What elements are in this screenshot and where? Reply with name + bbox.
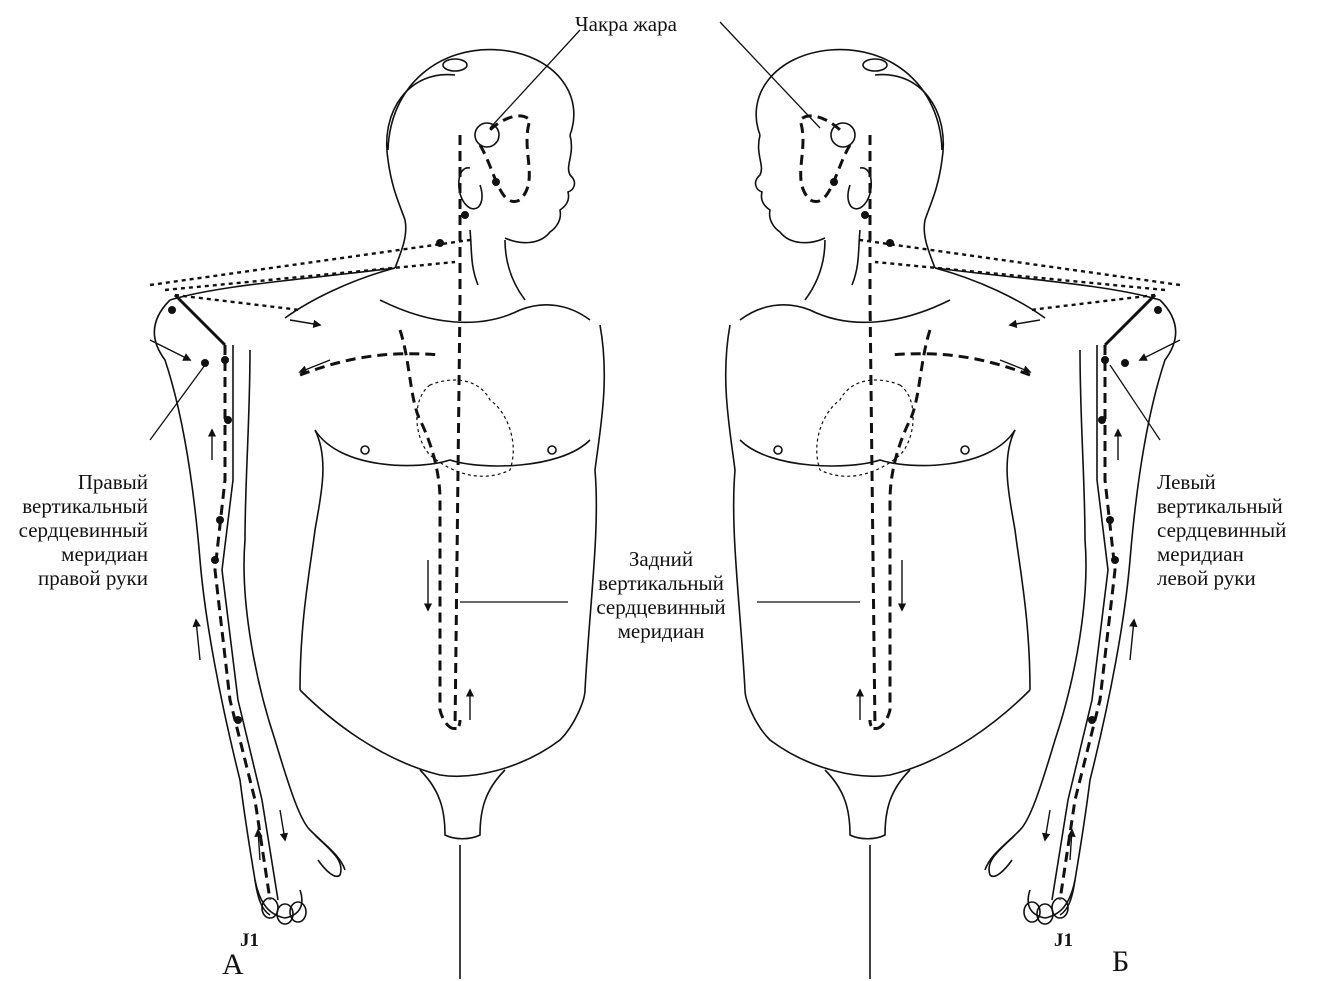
right-meridian-line-3: сердцевинный: [0, 518, 148, 542]
right-meridian-line-1: Правый: [0, 470, 148, 494]
figure-a-heart: [417, 380, 513, 476]
chakra-label: Чакра жара: [575, 12, 677, 36]
figure-a-arm-outer: [154, 300, 270, 915]
j1-label-right: J1: [1054, 929, 1073, 953]
figure-a-meridians: [150, 116, 530, 900]
figure-a-arrows: [150, 320, 470, 860]
figure-b-neck-front: [805, 240, 825, 300]
figure-a-shoulder-dotted-3: [175, 295, 300, 310]
right-meridian-label: Правый вертикальный сердцевинный меридиа…: [0, 470, 148, 590]
left-meridian-line-3: сердцевинный: [1157, 518, 1286, 542]
figure-a-shoulder-line: [285, 268, 395, 318]
figure-a-shoulder-solid: [175, 295, 225, 345]
figure-b-arrows: [860, 320, 1180, 860]
right-meridian-line-5: правой руки: [0, 566, 148, 590]
figure-b-groin: [825, 770, 910, 839]
left-meridian-label: Левый вертикальный сердцевинный меридиан…: [1157, 470, 1286, 590]
figure-a-ear: [459, 168, 482, 209]
figure-b-arm-outer: [1060, 300, 1176, 915]
left-meridian-line-2: вертикальный: [1157, 494, 1286, 518]
figure-b-skull: [756, 50, 942, 150]
back-meridian-line-4: меридиан: [566, 619, 756, 643]
figure-b-nipple-left: [961, 446, 969, 454]
figure-b-nipple-right: [774, 446, 782, 454]
right-meridian-line-2: вертикальный: [0, 494, 148, 518]
figure-b-shoulder-line: [935, 268, 1045, 318]
figure-a-groin: [420, 770, 505, 839]
figure-a-back-meridian: [455, 135, 460, 730]
figure-a-neck: [470, 230, 478, 285]
figure-b-chest-branch: [870, 330, 930, 729]
figure-a-head-outline: [387, 75, 455, 268]
figure-b-crown-ring: [863, 59, 887, 71]
leader-chakra-left: [490, 30, 580, 128]
back-meridian-line-2: вертикальный: [566, 571, 756, 595]
left-meridian-line-4: меридиан: [1157, 542, 1286, 566]
figure-b-arm-meridian: [1060, 345, 1115, 900]
figure-b-shoulder-solid: [1105, 295, 1155, 345]
figure-b-ear: [848, 168, 871, 209]
leader-chakra-right: [720, 22, 820, 128]
figure-a-arm-meridian: [215, 345, 270, 900]
figure-a-nipple-left: [361, 446, 369, 454]
figure-a-head-loop: [480, 116, 530, 202]
figure-b-head-outline: [875, 75, 943, 268]
figure-a-crown-ring: [443, 59, 467, 71]
back-meridian-line-1: Задний: [566, 547, 756, 571]
right-meridian-line-4: меридиан: [0, 542, 148, 566]
figure-a-arm-inner: [244, 350, 345, 870]
leader-right-meridian: [150, 365, 205, 440]
figure-b-meridians: [800, 116, 1180, 900]
figure-a-face: [505, 135, 574, 243]
figure-b-left-torso: [1007, 430, 1030, 690]
figure-b-pelvis: [745, 690, 1030, 776]
figure-b-shoulder-top: [935, 268, 1160, 300]
figure-b-collar: [740, 300, 950, 322]
figure-a-collar: [380, 300, 590, 322]
figure-b-arm-meridian-line: [1052, 345, 1108, 900]
back-meridian-line-3: сердцевинный: [566, 595, 756, 619]
figure-b-heart: [817, 380, 913, 476]
figure-b-head-loop: [800, 116, 850, 202]
figure-a-left-torso: [300, 430, 323, 690]
figure-b-back-meridian: [870, 135, 875, 730]
figure-a-chest-branch: [400, 330, 460, 729]
figure-b-neck: [852, 230, 860, 285]
figure-a-arm-meridian-line: [222, 345, 278, 900]
figure-a-pelvis: [300, 690, 585, 776]
figure-a-neck-front: [505, 240, 525, 300]
left-meridian-line-1: Левый: [1157, 470, 1286, 494]
figure-b-shoulder-dotted-3: [1030, 295, 1155, 310]
leader-lines: [150, 22, 1160, 602]
figure-a-shoulder-top: [170, 268, 395, 300]
figure-a-skull: [388, 50, 574, 150]
left-meridian-line-5: левой руки: [1157, 566, 1286, 590]
figure-b-arm-inner: [985, 350, 1086, 870]
figure-a-nipple-right: [548, 446, 556, 454]
figure-a-label: А: [222, 950, 244, 980]
back-meridian-label: Задний вертикальный сердцевинный меридиа…: [566, 547, 756, 643]
figure-b-face: [756, 135, 825, 243]
figure-b-label: Б: [1112, 947, 1129, 977]
